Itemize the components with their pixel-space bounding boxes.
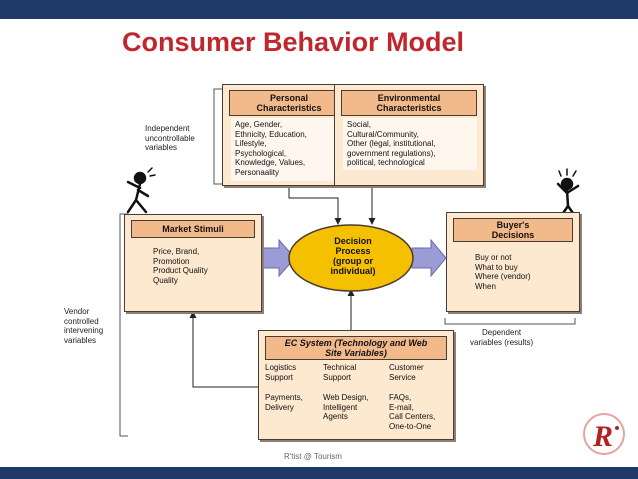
slide-title: Consumer Behavior Model [122,27,465,57]
svg-text:R: R [592,420,613,453]
dependent-label: Dependent variables (results) [470,328,534,347]
top-bar [0,0,638,19]
ec-cell-logistics: Logistics Support [265,363,297,382]
market-stimuli-items: Price, Brand, Promotion Product Quality … [153,247,208,285]
logo-icon: R [583,413,625,455]
market-to-decision-arrow [261,238,296,278]
environmental-characteristics-items: Social, Cultural/Community, Other (legal… [343,118,477,170]
market-stimuli-box: Market Stimuli Price, Brand, Promotion P… [124,214,262,312]
independent-brace [213,88,222,185]
personal-characteristics-items: Age, Gender, Ethnicity, Education, Lifes… [231,118,349,181]
ec-cell-customer: Customer Service [389,363,424,382]
personal-characteristics-title: Personal Characteristics [229,90,349,116]
stick-figure-icon [126,167,156,214]
ec-cell-technical: Technical Support [323,363,357,382]
personal-arrow [288,186,342,225]
dependent-brace [444,318,576,325]
ec-cell-webdesign: Web Design, Intelligent Agents [323,393,369,422]
footer-credit: R'tist @ Tourism [284,452,342,461]
independent-label: Independent uncontrollable variables [145,124,195,152]
decision-to-buyer-arrow [411,238,447,278]
ec-cell-faqs: FAQs, E-mail, Call Centers, One-to-One [389,393,436,431]
bottom-bar [0,467,638,479]
stick-figure-icon [556,168,580,218]
buyers-decisions-box: Buyer's Decisions Buy or not What to buy… [446,212,580,312]
ec-system-box: EC System (Technology and Web Site Varia… [258,330,454,440]
ec-system-title: EC System (Technology and Web Site Varia… [265,336,447,360]
ec-cell-payments: Payments, Delivery [265,393,303,412]
vendor-label: Vendor controlled intervening variables [64,307,104,345]
environmental-characteristics-title: Environmental Characteristics [341,90,477,116]
environmental-characteristics-box: Environmental Characteristics Social, Cu… [334,84,484,186]
personal-characteristics-box: Personal Characteristics Age, Gender, Et… [222,84,356,186]
ec-to-market-arrow [189,311,258,388]
market-stimuli-title: Market Stimuli [131,220,255,238]
buyers-decisions-items: Buy or not What to buy Where (vendor) Wh… [475,253,531,291]
buyers-decisions-title: Buyer's Decisions [453,218,573,242]
decision-process-label: Decision Process (group or individual) [330,236,376,276]
decision-oval [288,224,414,292]
